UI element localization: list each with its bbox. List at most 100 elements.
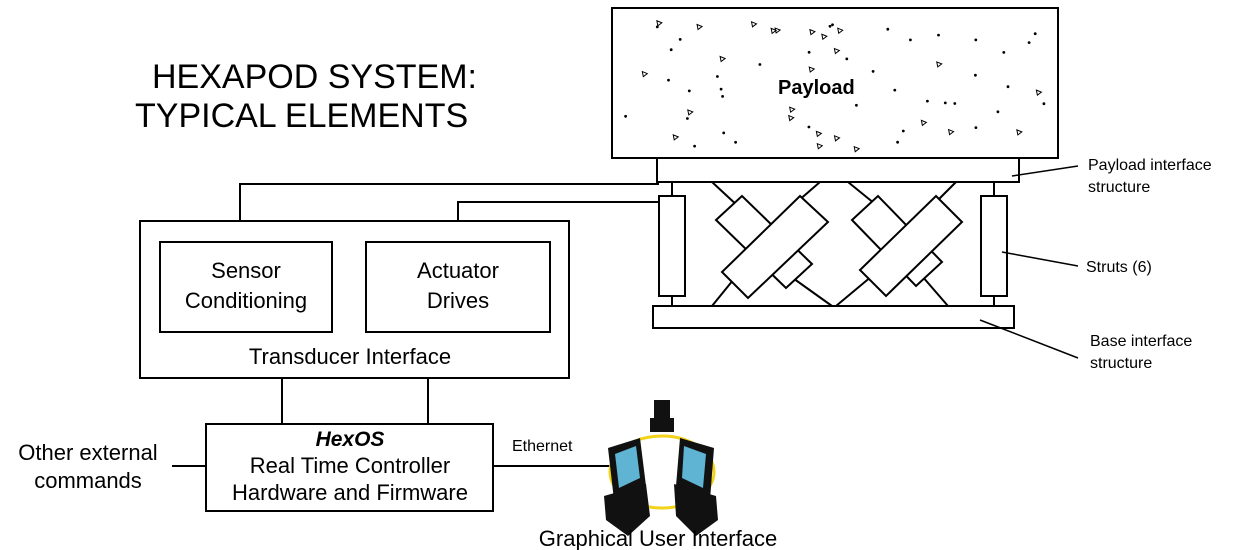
speckle-dot xyxy=(1002,51,1006,54)
actuator-label-2: Drives xyxy=(427,288,489,313)
payload-block: Payload xyxy=(611,7,1059,159)
speckle-dot xyxy=(855,103,858,107)
speckle-dot xyxy=(953,102,957,105)
speckle-dot xyxy=(716,75,719,78)
strut-diag-2 xyxy=(720,194,830,300)
speckle-triangle xyxy=(837,27,844,35)
sensor-label-1: Sensor xyxy=(211,258,281,283)
speckle-dot xyxy=(687,89,691,93)
speckle-triangle xyxy=(719,55,727,63)
speckle-dot xyxy=(1027,41,1031,44)
speckle-triangle xyxy=(656,19,663,27)
speckle-dot xyxy=(721,95,724,98)
title-line-1: HEXAPOD SYSTEM: xyxy=(152,58,477,96)
sensor-label-2: Conditioning xyxy=(185,288,307,313)
strut-right xyxy=(980,195,1008,297)
controller: HexOS Real Time Controller Hardware and … xyxy=(205,423,494,512)
network-ring xyxy=(608,434,716,510)
callout-leaders xyxy=(979,165,1079,359)
speckle-triangle xyxy=(1035,89,1043,97)
speckle-dot xyxy=(901,129,905,133)
transducer-label: Transducer Interface xyxy=(249,344,451,369)
speckle-triangle xyxy=(774,27,782,34)
speckle-dot xyxy=(937,33,940,37)
speckle-dot xyxy=(722,131,726,135)
speckle-dot xyxy=(943,101,947,105)
speckle-triangle xyxy=(833,47,841,55)
payload-rect xyxy=(611,7,1059,159)
speckle-triangle xyxy=(788,106,796,114)
sensor-conditioning-box xyxy=(159,241,333,333)
speckle-triangle xyxy=(696,23,704,31)
speckle-dot xyxy=(678,38,682,41)
callout-base-interface-1: Base interface xyxy=(1090,333,1192,350)
speckle-triangle xyxy=(770,27,778,35)
speckle-dot xyxy=(974,126,978,129)
speckle-triangle xyxy=(920,119,928,127)
strut-diag-4 xyxy=(858,194,964,298)
workstation-icon xyxy=(604,400,718,536)
controller-box xyxy=(205,423,494,512)
speckle-triangle xyxy=(641,70,649,78)
speckle-triangle xyxy=(1016,129,1023,136)
speckle-dot xyxy=(758,63,762,66)
speckle-triangle xyxy=(815,130,823,138)
actuator-label-1: Actuator xyxy=(417,258,499,283)
speckle-triangle xyxy=(687,109,694,116)
speckle-dot xyxy=(896,140,899,144)
speckle-dot xyxy=(1042,102,1046,106)
speckle-dot xyxy=(974,73,977,77)
speckle-dot xyxy=(871,70,875,73)
transducer-interface: Sensor Conditioning Actuator Drives Tran… xyxy=(139,220,570,379)
external-label-2: commands xyxy=(34,468,142,493)
base-interface-plate xyxy=(652,305,1015,329)
callout-payload-interface-1: Payload interface xyxy=(1088,157,1212,174)
payload-interface-plate xyxy=(656,157,1020,183)
title-line-2: TYPICAL ELEMENTS xyxy=(135,97,468,135)
speckle-triangle xyxy=(833,135,841,142)
speckle-dot xyxy=(807,50,811,54)
controller-line-1: Real Time Controller xyxy=(250,453,451,478)
bus-lines xyxy=(281,378,429,424)
speckle-triangle xyxy=(816,142,824,150)
callout-struts: Struts (6) xyxy=(1086,259,1152,276)
controller-line-2: Hardware and Firmware xyxy=(232,480,468,505)
speckle-triangle xyxy=(788,114,795,122)
speckle-triangle xyxy=(809,28,816,36)
speckle-dot xyxy=(926,99,929,103)
speckle-dot xyxy=(886,27,890,31)
speckle-triangle xyxy=(750,21,758,28)
ethernet-label: Ethernet xyxy=(512,438,573,455)
callout-base-interface-2: structure xyxy=(1090,355,1152,372)
speckle-dot xyxy=(734,140,737,144)
speckle-triangle xyxy=(808,66,816,73)
speckle-dot xyxy=(655,25,659,29)
callout-payload-interface-2: structure xyxy=(1088,179,1150,196)
speckle-dot xyxy=(624,114,627,118)
speckle-triangle xyxy=(853,145,861,153)
payload-texture xyxy=(624,19,1046,153)
speckle-dot xyxy=(669,48,673,52)
speckle-dot xyxy=(719,87,723,91)
actuator-drives-box xyxy=(365,241,551,333)
speckle-dot xyxy=(693,144,696,148)
speckle-dot xyxy=(1033,32,1037,36)
controller-brand: HexOS xyxy=(316,428,385,451)
speckle-triangle xyxy=(936,61,943,68)
speckle-dot xyxy=(686,117,689,120)
speckle-dot xyxy=(828,24,832,28)
speckle-triangle xyxy=(821,33,828,41)
speckle-dot xyxy=(893,88,897,92)
payload-label: Payload xyxy=(778,77,855,99)
struts xyxy=(658,181,1008,307)
speckle-dot xyxy=(996,110,1000,114)
strut-left xyxy=(658,195,686,297)
speckle-dot xyxy=(909,38,912,42)
external-label-1: Other external xyxy=(18,440,157,465)
speckle-dot xyxy=(974,38,978,42)
speckle-dot xyxy=(845,57,849,61)
speckle-dot xyxy=(1006,85,1010,89)
speckle-triangle xyxy=(947,128,955,136)
